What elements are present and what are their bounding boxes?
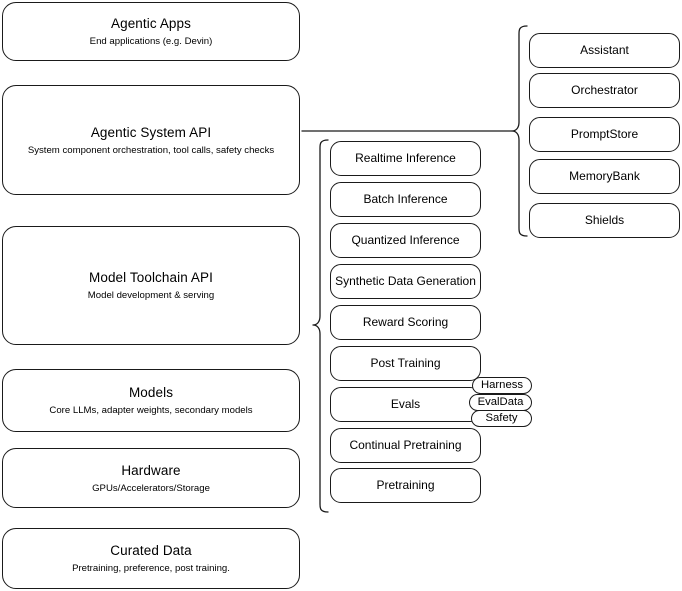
capability-evals[interactable]: Evals (330, 387, 481, 422)
component-label: Shields (584, 213, 625, 227)
capability-label: Post Training (370, 356, 441, 370)
component-label: Orchestrator (571, 83, 638, 97)
badge-label: Harness (480, 379, 524, 391)
left-bracket (312, 139, 329, 513)
component-shields[interactable]: Shields (529, 203, 680, 238)
layer-agentic-system-api[interactable]: Agentic System API System component orch… (2, 85, 300, 195)
layer-subtitle: Core LLMs, adapter weights, secondary mo… (49, 405, 253, 416)
capability-batch-inference[interactable]: Batch Inference (330, 182, 481, 217)
component-promptstore[interactable]: PromptStore (529, 117, 680, 152)
evals-badge-safety[interactable]: Safety (471, 410, 532, 427)
layer-hardware[interactable]: Hardware GPUs/Accelerators/Storage (2, 448, 300, 508)
evals-badge-evaldata[interactable]: EvalData (469, 394, 532, 411)
capability-label: Evals (390, 397, 421, 411)
capability-label: Continual Pretraining (349, 438, 462, 452)
capability-continual-pretraining[interactable]: Continual Pretraining (330, 428, 481, 463)
component-orchestrator[interactable]: Orchestrator (529, 73, 680, 108)
right-bracket (511, 25, 528, 237)
badge-label: EvalData (477, 396, 524, 408)
badge-label: Safety (485, 412, 518, 424)
capability-label: Reward Scoring (362, 315, 449, 329)
component-label: MemoryBank (569, 169, 640, 183)
layer-subtitle: Model development & serving (87, 290, 215, 301)
component-memorybank[interactable]: MemoryBank (529, 159, 680, 194)
layer-title: Agentic Apps (110, 16, 191, 31)
capability-label: Batch Inference (363, 192, 448, 206)
evals-badge-harness[interactable]: Harness (472, 377, 532, 394)
component-label: PromptStore (570, 127, 639, 141)
component-label: Assistant (580, 43, 629, 57)
capability-label: Realtime Inference (355, 151, 456, 165)
layer-subtitle: End applications (e.g. Devin) (89, 36, 213, 47)
layer-curated-data[interactable]: Curated Data Pretraining, preference, po… (2, 528, 300, 589)
layer-subtitle: System component orchestration, tool cal… (27, 144, 275, 156)
capability-label: Quantized Inference (351, 233, 460, 247)
layer-subtitle: Pretraining, preference, post training. (72, 563, 230, 574)
capability-pretraining[interactable]: Pretraining (330, 468, 481, 503)
capability-synthetic-data-generation[interactable]: Synthetic Data Generation (330, 264, 481, 299)
layer-agentic-apps[interactable]: Agentic Apps End applications (e.g. Devi… (2, 2, 300, 61)
capability-post-training[interactable]: Post Training (330, 346, 481, 381)
layer-subtitle: GPUs/Accelerators/Storage (92, 482, 210, 494)
layer-title: Agentic System API (90, 124, 212, 140)
layer-title: Hardware (121, 462, 181, 478)
capability-label: Pretraining (376, 478, 435, 492)
component-assistant[interactable]: Assistant (529, 33, 680, 68)
layer-model-toolchain-api[interactable]: Model Toolchain API Model development & … (2, 226, 300, 345)
capability-label: Synthetic Data Generation (335, 274, 476, 288)
layer-title: Model Toolchain API (89, 270, 213, 285)
capability-realtime-inference[interactable]: Realtime Inference (330, 141, 481, 176)
layer-title: Curated Data (110, 543, 192, 558)
capability-quantized-inference[interactable]: Quantized Inference (330, 223, 481, 258)
layer-models[interactable]: Models Core LLMs, adapter weights, secon… (2, 369, 300, 432)
layer-title: Models (128, 385, 174, 400)
capability-reward-scoring[interactable]: Reward Scoring (330, 305, 481, 340)
